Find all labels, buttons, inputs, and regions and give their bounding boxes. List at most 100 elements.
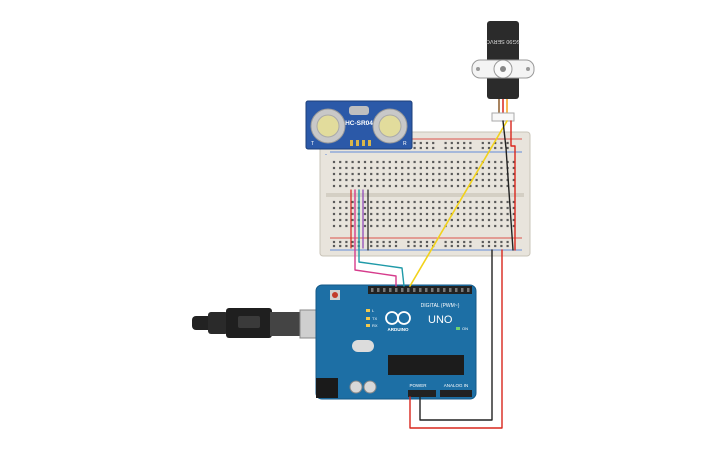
breadboard-hole xyxy=(456,178,460,182)
breadboard-hole xyxy=(363,184,367,188)
breadboard-hole xyxy=(475,166,478,170)
breadboard-hole xyxy=(494,212,497,216)
breadboard-hole xyxy=(370,212,373,216)
breadboard-hole xyxy=(363,218,367,222)
breadboard-hole xyxy=(370,200,373,204)
header-pin[interactable] xyxy=(461,288,464,292)
breadboard-hole xyxy=(370,224,373,228)
breadboard-hole xyxy=(388,160,391,164)
header-pin[interactable] xyxy=(437,288,440,292)
breadboard-hole xyxy=(345,200,348,204)
breadboard-hole xyxy=(512,218,515,222)
breadboard-hole xyxy=(407,166,410,170)
wire-gnd[interactable] xyxy=(419,249,493,421)
breadboard-hole xyxy=(345,184,348,188)
wire-servo-gnd[interactable] xyxy=(502,120,514,251)
breadboard-hole xyxy=(456,218,460,222)
breadboard-hole xyxy=(450,244,453,248)
breadboard-hole xyxy=(376,166,379,170)
wire-sensor-trig[interactable] xyxy=(354,189,397,287)
header-pin[interactable] xyxy=(431,288,434,292)
header-pin[interactable] xyxy=(425,288,428,292)
arduino-uno-board[interactable]: DIGITAL (PWM~) ARDUINO UNO L TX RX ON PO… xyxy=(315,284,477,400)
breadboard-hole xyxy=(407,178,410,182)
header-pin[interactable] xyxy=(371,288,374,292)
breadboard-hole xyxy=(512,212,515,216)
ultrasonic-sensor[interactable]: HC-SR04 T R xyxy=(305,100,413,150)
breadboard-hole xyxy=(376,212,379,216)
breadboard-hole xyxy=(339,218,342,222)
breadboard-hole xyxy=(382,200,385,204)
breadboard-hole xyxy=(432,240,435,244)
breadboard-hole xyxy=(407,160,410,164)
breadboard-hole xyxy=(456,166,460,170)
header-pin[interactable] xyxy=(395,288,398,292)
breadboard-hole xyxy=(475,178,478,182)
breadboard-hole xyxy=(413,172,416,176)
breadboard-hole xyxy=(500,206,503,210)
breadboard-hole xyxy=(376,172,379,176)
wire-servo-signal[interactable] xyxy=(409,120,508,287)
breadboard-hole xyxy=(506,212,509,216)
header-pin[interactable] xyxy=(449,288,452,292)
breadboard-hole xyxy=(500,178,503,182)
breadboard-hole xyxy=(506,184,509,188)
servo-motor[interactable]: SG90 SERVO xyxy=(471,21,535,122)
breadboard-hole xyxy=(481,240,484,244)
breadboard-hole xyxy=(345,160,348,164)
header-pin[interactable] xyxy=(389,288,392,292)
breadboard-hole xyxy=(432,206,435,210)
breadboard-hole xyxy=(382,224,385,228)
power-header xyxy=(408,390,436,397)
breadboard-hole xyxy=(388,244,391,248)
header-pin[interactable] xyxy=(413,288,416,292)
breadboard-hole xyxy=(487,172,491,176)
breadboard-hole xyxy=(345,244,348,248)
wire-servo-vcc[interactable] xyxy=(510,120,516,251)
header-pin[interactable] xyxy=(377,288,380,292)
usb-cable xyxy=(192,308,337,339)
breadboard-hole xyxy=(351,184,354,188)
wire-5v[interactable] xyxy=(409,249,503,429)
breadboard-hole xyxy=(456,200,460,204)
breadboard-hole xyxy=(463,166,466,170)
breadboard-hole xyxy=(332,218,336,222)
header-pin[interactable] xyxy=(401,288,404,292)
led-rx-label: RX xyxy=(372,323,378,328)
breadboard-hole xyxy=(444,206,447,210)
breadboard-hole xyxy=(413,141,416,145)
breadboard-hole xyxy=(463,212,466,216)
breadboard-hole xyxy=(394,240,398,244)
header-pin[interactable] xyxy=(419,288,422,292)
breadboard-hole xyxy=(370,244,373,248)
breadboard-hole xyxy=(475,200,478,204)
breadboard-hole xyxy=(425,224,429,228)
breadboard-hole xyxy=(413,218,416,222)
breadboard-hole xyxy=(512,172,515,176)
breadboard-hole xyxy=(345,212,348,216)
breadboard-hole xyxy=(339,200,342,204)
breadboard-hole xyxy=(370,160,373,164)
breadboard-hole xyxy=(500,166,503,170)
wire-sensor-echo[interactable] xyxy=(358,189,405,287)
header-pin[interactable] xyxy=(455,288,458,292)
breadboard-hole xyxy=(469,160,472,164)
header-pin[interactable] xyxy=(467,288,470,292)
breadboard-hole xyxy=(425,184,429,188)
breadboard-hole xyxy=(450,184,453,188)
breadboard-hole xyxy=(432,224,435,228)
breadboard-hole xyxy=(388,240,391,244)
breadboard-hole xyxy=(413,178,416,182)
breadboard-hole xyxy=(401,166,404,170)
header-pin[interactable] xyxy=(443,288,446,292)
breadboard-hole xyxy=(463,244,466,248)
breadboard-hole xyxy=(487,224,491,228)
breadboard-hole xyxy=(407,212,410,216)
breadboard-hole xyxy=(456,184,460,188)
header-pin[interactable] xyxy=(407,288,410,292)
breadboard-hole xyxy=(382,206,385,210)
breadboard-hole xyxy=(506,218,509,222)
header-pin[interactable] xyxy=(383,288,386,292)
breadboard-hole xyxy=(463,200,466,204)
